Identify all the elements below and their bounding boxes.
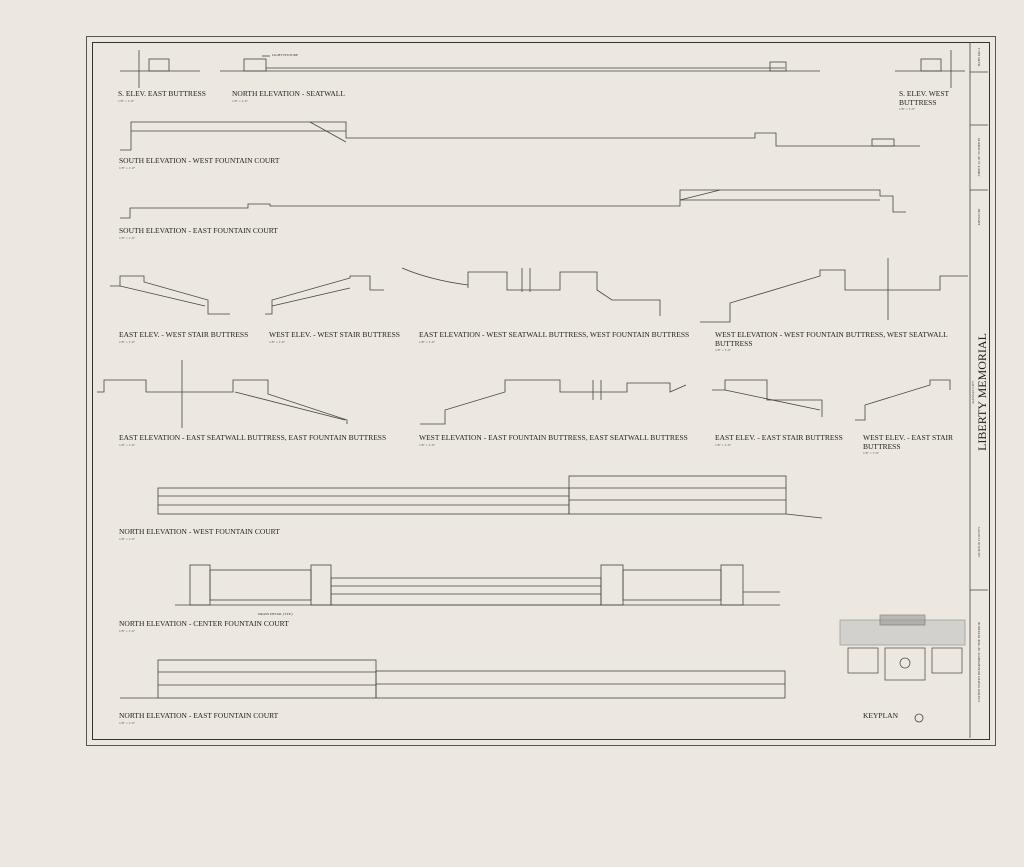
county-name: JACKSON COUNTY <box>977 526 981 558</box>
stair-buttress-drawings <box>97 258 968 428</box>
south-elevation-east-fountain-court-drawing <box>120 189 906 219</box>
drawing-frame <box>92 42 990 740</box>
view-label: WEST ELEVATION - WEST FOUNTAIN BUTTRESS,… <box>715 330 948 352</box>
habs-number: HABS MO-1 <box>977 47 981 67</box>
light-fixture-callout: LIGHT FIXTURE <box>272 53 299 57</box>
agency-name: UNITED STATES DEPARTMENT OF THE INTERIOR <box>977 621 981 703</box>
sheet-border <box>86 36 996 746</box>
view-label: EAST ELEVATION - EAST SEATWALL BUTTRESS,… <box>119 433 387 447</box>
keyplan-drawing <box>839 614 966 681</box>
drawing-title: LIBERTY MEMORIAL <box>975 333 989 451</box>
south-elevation-west-fountain-court-drawing <box>120 121 920 151</box>
view-label: EAST ELEVATION - WEST SEATWALL BUTTRESS,… <box>419 330 690 344</box>
north-elevation-east-fountain-court-drawing <box>120 659 786 699</box>
north-elevation-west-fountain-court-drawing <box>157 475 823 519</box>
view-label: WEST ELEVATION - EAST FOUNTAIN BUTTRESS,… <box>419 433 688 447</box>
north-elevation-center-fountain-court-drawing <box>175 564 780 606</box>
north-arrow-icon <box>914 713 924 723</box>
drain-detail-callout: DRAIN DETAIL (TYP.) <box>258 612 293 616</box>
sheet-number: SHEET 12 OF 18 SHEETS <box>977 137 981 177</box>
north-elevation-seatwall-drawing <box>220 55 820 72</box>
keyplan-label: KEYPLAN <box>863 711 898 720</box>
state-name: MISSOURI <box>977 208 981 226</box>
s-elev-east-buttress-drawing <box>120 50 200 88</box>
city-name: KANSAS CITY <box>971 380 975 404</box>
s-elev-west-buttress-drawing <box>895 50 965 88</box>
